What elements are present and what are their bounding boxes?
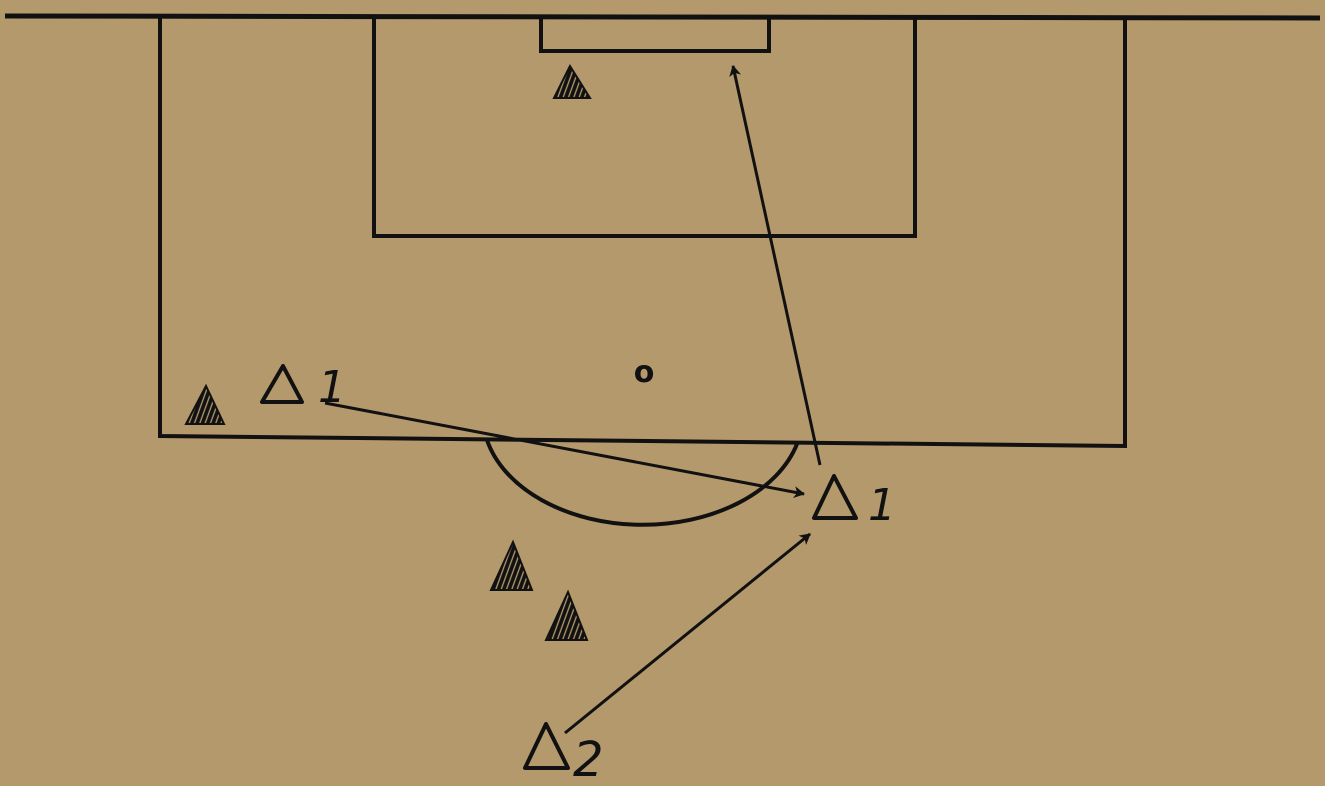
- pass-arrows: [324, 65, 822, 735]
- hatched-triangle-icon: [184, 383, 226, 425]
- goal-line: [4, 13, 1321, 21]
- attacker-2-label: 2: [573, 732, 604, 786]
- hatched-triangle-icon: [489, 539, 534, 591]
- goal-area: [372, 18, 917, 238]
- penalty-spot: o: [634, 355, 655, 390]
- hatched-triangle-icon: [544, 589, 589, 641]
- open-triangle-icon: [812, 474, 858, 520]
- shot-arrow-to-goal: [729, 65, 822, 466]
- field-markings: [4, 13, 1321, 527]
- attacker-1-right-label: 1: [868, 480, 896, 531]
- defenders: [184, 63, 592, 641]
- penalty-arc: [485, 439, 799, 527]
- penalty-area: [158, 18, 1127, 449]
- goal: [539, 18, 771, 53]
- pass-arrow-1-to-1: [324, 401, 805, 499]
- attackers: [260, 364, 858, 770]
- open-triangle-icon: [523, 722, 570, 770]
- open-triangle-icon: [260, 364, 304, 404]
- pass-arrow-2-to-1: [564, 532, 811, 735]
- hatched-triangle-icon: [552, 63, 592, 99]
